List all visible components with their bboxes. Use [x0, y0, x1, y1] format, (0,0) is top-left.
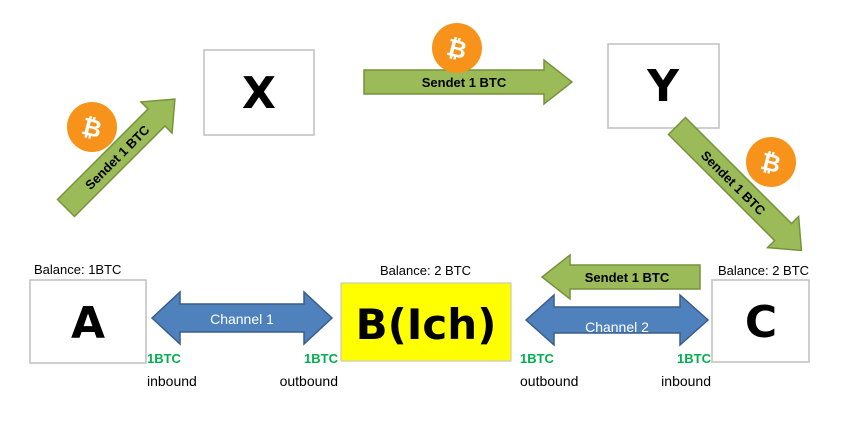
payment-arrow-a-to-x: Sendet 1 BTC: [56, 98, 176, 218]
node-a-box: [29, 279, 147, 364]
channel-1-label: Channel 1: [210, 311, 274, 327]
channel-1-left-direction: inbound: [147, 373, 197, 389]
channel-1-right-amount: 1BTC: [304, 351, 339, 366]
node-b-box: [340, 282, 512, 362]
node-y-label: Y: [646, 61, 680, 112]
balance-c: Balance: 2 BTC: [718, 263, 809, 278]
node-a-label: A: [71, 298, 105, 349]
node-x-box: [203, 49, 315, 136]
channel-2-left-amount: 1BTC: [520, 351, 555, 366]
channel-2-label: Channel 2: [585, 319, 649, 335]
payment-arrow-y-to-c: Sendet 1 BTC: [667, 116, 803, 252]
bitcoin-icon: ₿: [67, 102, 117, 152]
node-c-label: C: [745, 297, 777, 348]
bitcoin-icon: ₿: [432, 23, 482, 73]
bitcoin-icon: ₿: [746, 137, 796, 187]
node-b-label: B(Ich): [356, 300, 497, 349]
node-c-box: [711, 279, 810, 363]
payment-label-x-to-y: Sendet 1 BTC: [422, 75, 507, 90]
payment-label-c-to-b: Sendet 1 BTC: [585, 270, 670, 285]
channel-2-right-amount: 1BTC: [677, 351, 712, 366]
channel-2-arrow: Channel 2: [524, 293, 710, 347]
channel-2-left-direction: outbound: [520, 373, 578, 389]
channel-2-right-direction: inbound: [661, 373, 711, 389]
channel-1-left-amount: 1BTC: [147, 351, 182, 366]
payment-arrow-x-to-y: Sendet 1 BTC: [363, 58, 574, 106]
channel-1-arrow: Channel 1: [150, 290, 334, 346]
channel-1-right-direction: outbound: [280, 373, 338, 389]
node-y-box: [607, 43, 720, 129]
balance-a: Balance: 1BTC: [34, 262, 121, 277]
balance-b: Balance: 2 BTC: [380, 263, 471, 278]
payment-arrow-c-to-b: Sendet 1 BTC: [540, 253, 701, 301]
node-x-label: X: [242, 68, 276, 119]
